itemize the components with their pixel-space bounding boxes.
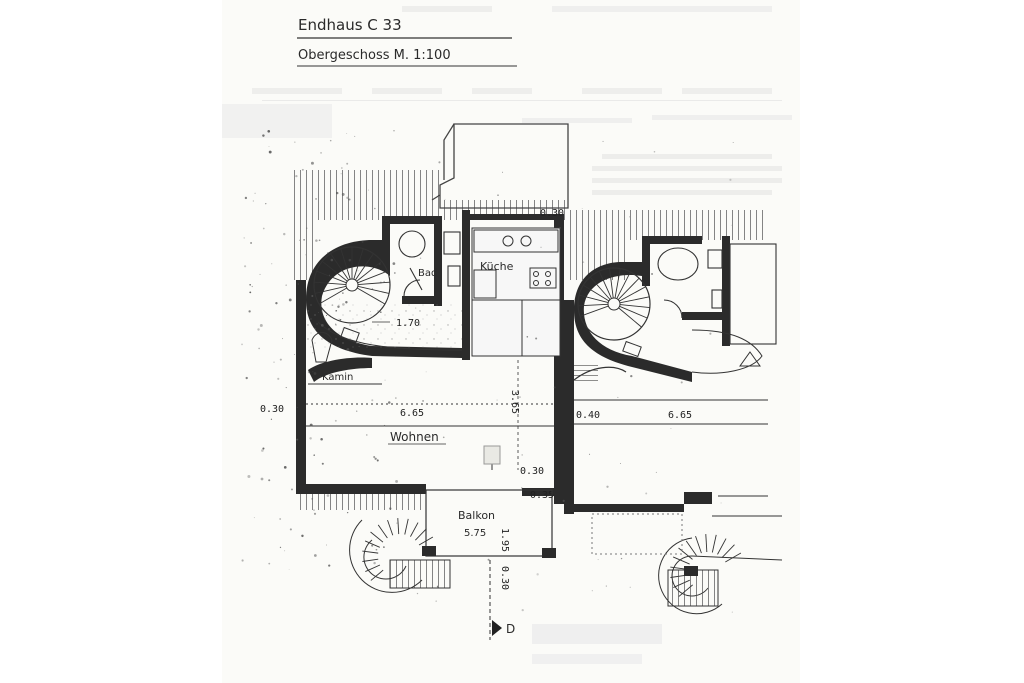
dim-wall-top: 0.30 [540, 208, 564, 219]
roof-hatch-left-edge [294, 220, 314, 280]
scan-noise [241, 129, 734, 613]
smudge-2 [532, 654, 642, 664]
drawing-header: Endhaus C 33 Obergeschoss M. 1:100 [297, 16, 517, 67]
scanned-sheet: Endhaus C 33 Obergeschoss M. 1:100 [222, 0, 800, 683]
floor-plan-drawing: Endhaus C 33 Obergeschoss M. 1:100 [222, 6, 792, 664]
room-label-bad: Bad [418, 268, 437, 279]
right-exterior-stair [591, 513, 783, 615]
roof-hatch-right [568, 210, 768, 240]
room-label-kueche: Küche [480, 260, 514, 273]
bleed-through-text [222, 6, 792, 195]
dim-wall-right-start: 0.40 [576, 410, 600, 421]
right-spiral-stair [574, 262, 763, 382]
balkon-area: 5.75 [464, 528, 486, 539]
balcony [298, 489, 556, 558]
upper-terrace-outline [431, 123, 569, 209]
room-label-kamin: Kamin [322, 372, 353, 383]
roof-hatch-left [294, 170, 444, 220]
dim-width-left: 6.65 [400, 408, 424, 419]
smudge [532, 624, 662, 644]
section-marker: D [489, 560, 515, 640]
left-kitchen [471, 227, 561, 357]
dim-stair-gap: 1.70 [396, 318, 420, 329]
dim-balkon-depth: 1.95 [499, 528, 510, 552]
room-label-wohnen: Wohnen [390, 430, 439, 444]
fireplace [308, 332, 382, 385]
right-bathroom [657, 243, 777, 345]
right-unit-walls [564, 236, 730, 514]
room-label-balkon: Balkon [458, 509, 495, 522]
dim-wall-left: 0.30 [260, 404, 284, 415]
dim-depth-left: 3.65 [509, 390, 520, 414]
dim-balkon-top: 0.35 [530, 490, 554, 501]
drawing-subtitle: Obergeschoss M. 1:100 [298, 48, 451, 63]
dim-wohnen-bottom: 0.30 [520, 466, 544, 477]
drawing-title: Endhaus C 33 [298, 16, 402, 34]
left-bathroom [398, 230, 461, 297]
section-marker-label: D [506, 622, 515, 636]
right-living-room [573, 362, 768, 497]
left-living-room [306, 403, 554, 470]
left-exterior-stair [349, 518, 451, 593]
dim-width-right: 6.65 [668, 410, 692, 421]
dim-stair-offset: 0.30 [499, 566, 510, 590]
